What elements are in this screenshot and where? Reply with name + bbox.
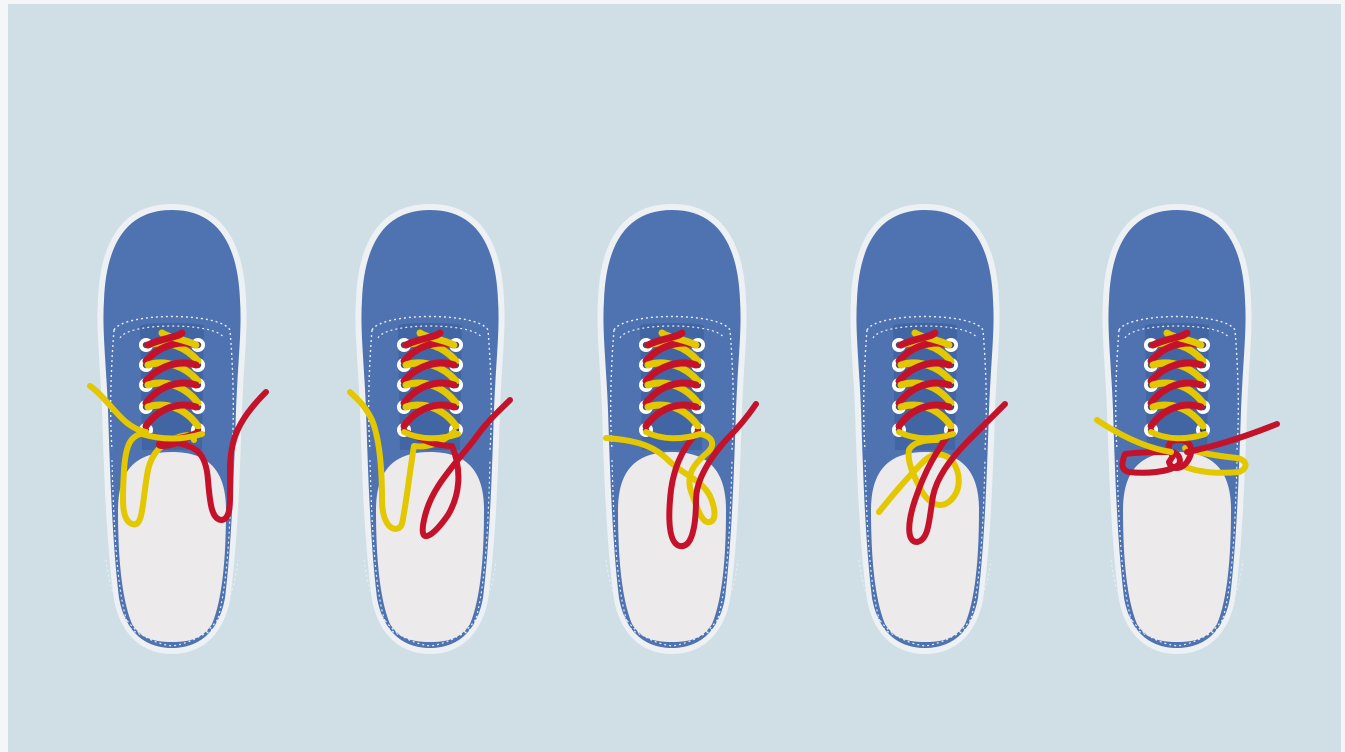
shoe-step-5 xyxy=(1097,204,1277,654)
shoe-insole xyxy=(376,452,484,642)
shoe-step-2 xyxy=(350,204,510,654)
shoe-insole xyxy=(1123,452,1231,642)
shoelace-steps-illustration xyxy=(8,4,1341,752)
shoe-step-1 xyxy=(90,204,266,654)
illustration-stage xyxy=(8,4,1341,752)
shoe-step-4 xyxy=(850,204,1005,654)
shoe-step-3 xyxy=(597,204,756,654)
